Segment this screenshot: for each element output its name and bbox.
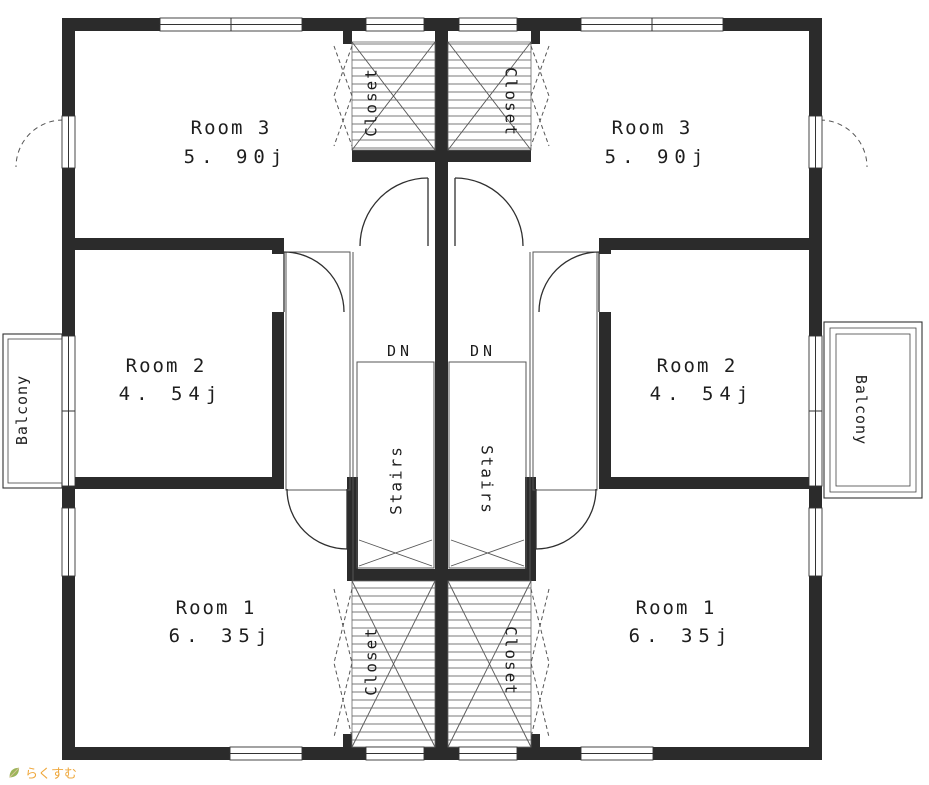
room-label-room2-left: Room 2 [125, 355, 207, 377]
staircase-right [448, 361, 527, 569]
rakusumu-logo-icon [9, 767, 20, 778]
room-label-room1-left: Room 1 [175, 597, 257, 619]
closet-label-top-right: Closet [501, 67, 521, 137]
dn-label-right: DN [469, 342, 497, 360]
balcony-label-left: Balcony [13, 374, 31, 446]
balcony-right-drawing [823, 321, 923, 499]
closet-bottom-left [351, 580, 436, 748]
closet-folding-door-symbols [333, 45, 550, 738]
room-label-room1-right: Room 1 [635, 597, 717, 619]
room-area-room1-right: 6. 35j [628, 625, 734, 647]
watermark: らくすむ [8, 763, 77, 782]
stairs-label-left: Stairs [386, 445, 406, 515]
room-label-room3-right: Room 3 [611, 117, 693, 139]
staircase-left [356, 361, 435, 569]
closet-label-top-left: Closet [361, 67, 381, 137]
exterior-window-swings [15, 119, 868, 168]
room-label-room3-left: Room 3 [190, 117, 272, 139]
party-wall [435, 18, 448, 760]
hall-floor-right [529, 251, 598, 581]
dn-label-left: DN [386, 342, 414, 360]
room-area-room1-left: 6. 35j [168, 625, 274, 647]
hall-floor-left [285, 251, 354, 581]
closet-label-bottom-right: Closet [501, 626, 521, 696]
room-label-room2-right: Room 2 [656, 355, 738, 377]
watermark-text: らくすむ [25, 766, 78, 781]
room-area-room2-right: 4. 54j [649, 383, 755, 405]
closet-top-left [351, 41, 436, 151]
closet-top-right [447, 41, 532, 151]
closet-label-bottom-left: Closet [361, 626, 381, 696]
balcony-label-right: Balcony [852, 374, 870, 446]
balcony-left-drawing [2, 333, 63, 489]
room-area-room3-left: 5. 90j [183, 146, 289, 168]
windows [61, 17, 823, 761]
stairs-label-right: Stairs [477, 445, 497, 515]
door-arcs [283, 177, 600, 550]
room-area-room2-left: 4. 54j [118, 383, 224, 405]
room-area-room3-right: 5. 90j [604, 146, 710, 168]
closet-bottom-right [447, 580, 532, 748]
